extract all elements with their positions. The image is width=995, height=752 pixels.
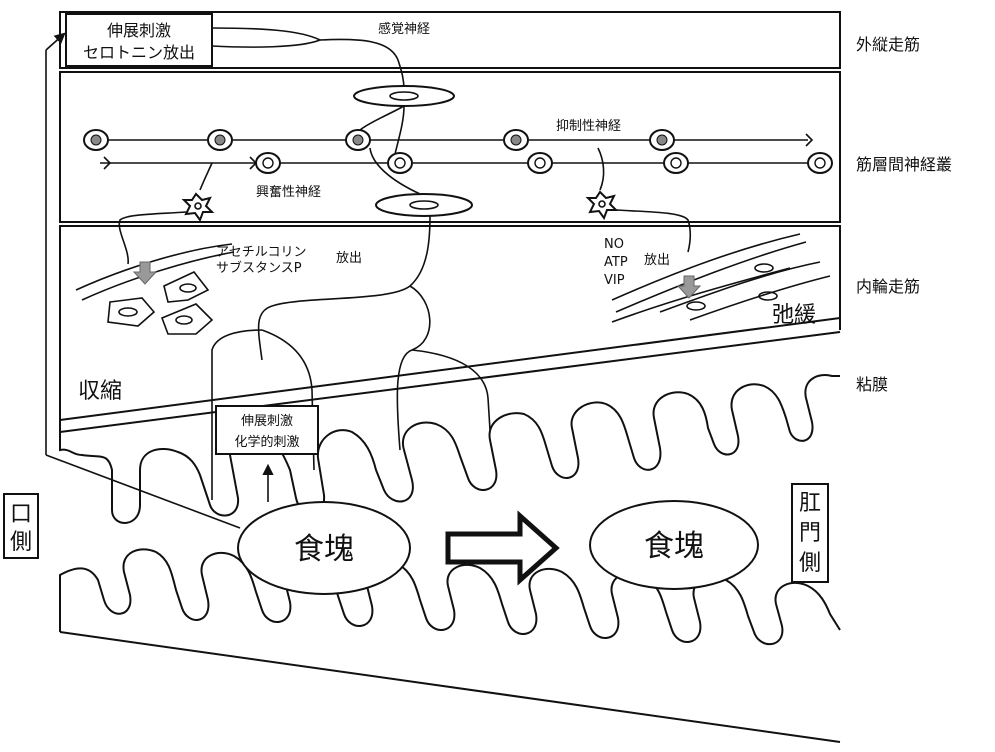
stim-box-line2: 化学的刺激 xyxy=(234,434,299,450)
neuron-4 xyxy=(503,129,529,151)
release-burst-right xyxy=(585,190,619,221)
neuron-3 xyxy=(345,129,371,151)
no-line2: ATP xyxy=(604,255,628,270)
outer-muscle-label: 外縦走筋 xyxy=(856,35,920,54)
neuron-9 xyxy=(663,152,689,174)
ach-line1: アセチルコリン xyxy=(216,245,306,260)
plexus-nerve-network xyxy=(100,105,814,195)
plexus-label: 筋層間神経叢 xyxy=(856,155,952,174)
bottom-wall xyxy=(59,631,841,743)
relaxed-muscle-cells xyxy=(611,233,831,323)
neuron-8 xyxy=(527,152,553,174)
bolus-left-label: 食塊 xyxy=(294,532,354,567)
ach-release: 放出 xyxy=(336,251,362,266)
neuron-7 xyxy=(387,152,413,174)
oral-side-box: 口 側 xyxy=(3,493,39,559)
upper-villi xyxy=(59,374,840,524)
release-burst-left xyxy=(181,192,215,223)
anal-side-box: 肛 門 側 xyxy=(791,483,829,583)
no-line3: VIP xyxy=(604,273,625,288)
myenteric-plexus-layer xyxy=(59,71,841,223)
no-line1: NO xyxy=(604,237,624,252)
bolus-left: 食塊 xyxy=(237,501,411,595)
sensory-afferent-path xyxy=(45,32,241,529)
inner-muscle-label: 内輪走筋 xyxy=(856,277,920,296)
oral-side-label-2: 側 xyxy=(10,530,32,555)
bolus-right-label: 食塊 xyxy=(644,529,704,564)
sensory-nerve: 感覚神経 xyxy=(211,21,430,91)
stimulus-box: 伸展刺激 化学的刺激 xyxy=(215,405,319,455)
oral-side-label: 口 xyxy=(10,502,32,527)
anal-side-char2: 門 xyxy=(799,521,821,546)
stim-box-line1: 伸展刺激 xyxy=(241,414,293,429)
contracted-muscle-cells xyxy=(75,243,235,335)
stretch-serotonin-box: 伸展刺激 セロトニン放出 xyxy=(65,13,213,67)
sensory-neuron xyxy=(353,85,455,107)
stretch-box-line2: セロトニン放出 xyxy=(83,43,195,62)
excitatory-nerve-label: 興奮性神経 xyxy=(256,185,321,200)
no-release: 放出 xyxy=(644,253,670,268)
neuron-6 xyxy=(255,152,281,174)
bolus-right: 食塊 xyxy=(589,500,759,590)
neuron-1 xyxy=(83,129,109,151)
ach-line2: サブスタンスP xyxy=(216,260,302,276)
neuron-2 xyxy=(207,129,233,151)
lower-villi xyxy=(59,548,841,646)
stretch-box-line1: 伸展刺激 xyxy=(107,21,171,40)
contraction-label: 収縮 xyxy=(78,379,122,404)
anal-side-char1: 肛 xyxy=(799,491,821,516)
plexus-neurons xyxy=(83,129,833,174)
inner-muscle-layer xyxy=(59,225,841,432)
neuron-5 xyxy=(649,129,675,151)
neuron-10 xyxy=(807,152,833,174)
movement-arrow xyxy=(445,510,560,586)
mucosa-label: 粘膜 xyxy=(856,375,888,394)
mucosa-boundary xyxy=(59,317,841,433)
sensory-nerve-label: 感覚神経 xyxy=(378,21,430,37)
relaxation-label: 弛緩 xyxy=(772,303,816,328)
inhibitory-nerve-label: 抑制性神経 xyxy=(556,119,621,134)
anal-side-char3: 側 xyxy=(799,551,821,576)
motor-neuron xyxy=(375,193,473,217)
motor-efferents xyxy=(118,209,692,500)
